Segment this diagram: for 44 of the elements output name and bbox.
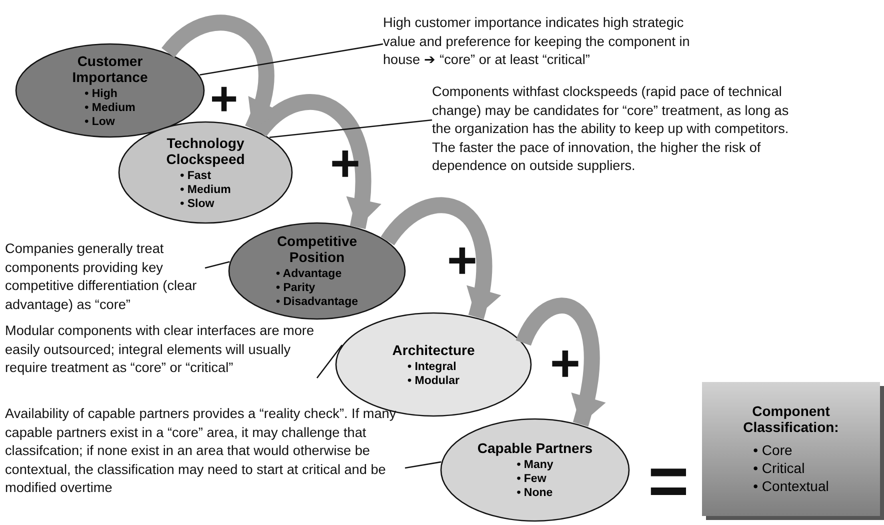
classification-box [702, 382, 880, 516]
bullet-item: • Integral [408, 360, 456, 374]
bullet-item: • None [516, 486, 553, 500]
annotation-text: Companies generally treat components providing key competitive differentiation (clear advantage) as “core” [5, 240, 205, 314]
factor-title: Technology Clockspeed [165, 134, 246, 166]
bullet-item: • Core [753, 441, 792, 459]
bullet-item: • Critical [753, 459, 805, 477]
annotation-text: Components withfast clockspeeds (rapid pace of technical change) may be candidates for “core” treatment, as long as the organization has the ability to keep up with competitors. The faster the pace of innovation, the higher the risk of dependence on outside suppliers. [432, 83, 792, 176]
equals-sign: = [648, 446, 689, 516]
plus-sign: + [210, 76, 238, 124]
bullet-item: • Low [84, 114, 115, 128]
bullet-item: • Parity [276, 281, 316, 295]
bullet-item: • Slow [180, 196, 214, 210]
plus-sign: + [447, 235, 478, 287]
factor-title: Architecture [391, 342, 476, 358]
leader-line [204, 261, 230, 269]
factor-title: Component Classification: [742, 403, 840, 435]
bullet-item: • Few [516, 472, 546, 486]
factor-title: Capable Partners [476, 440, 594, 456]
bullet-item: • Modular [408, 374, 460, 388]
annotation-text: High customer importance indicates high strategic value and preference for keeping the component in house ➔ “core” or at least “critical” [383, 14, 693, 70]
bullet-item: • Many [516, 458, 554, 472]
plus-sign: + [330, 138, 360, 190]
annotation-text: Modular components with clear interfaces are more easily outsourced; integral elements will usually require treatment as “core” or “critical” [5, 322, 317, 378]
bullet-item: • High [84, 86, 118, 100]
factor-ellipse [15, 43, 205, 138]
bullet-item: • Advantage [276, 267, 342, 281]
leader-line [316, 344, 343, 378]
factor-ellipse [440, 418, 630, 522]
leader-line [269, 119, 432, 138]
bullet-item: • Contextual [753, 477, 829, 495]
bullet-item: • Medium [84, 100, 136, 114]
leader-line [404, 461, 442, 469]
factor-title: Customer Importance [71, 52, 149, 84]
plus-sign: + [550, 338, 580, 390]
curved-arrow [516, 298, 605, 426]
leader-line [200, 43, 384, 76]
annotation-text: Availability of capable partners provides a “reality check”. If many capable partners exist in a “core” area, it may challenge that classifcation; if none exist in an area that would otherwise be contextual, the classification may need to start at critical and be modified overtime [5, 405, 405, 498]
bullet-item: • Disadvantage [276, 295, 358, 309]
factor-title: Competitive Position [276, 233, 358, 265]
bullet-item: • Medium [180, 182, 231, 196]
factor-ellipse [228, 222, 406, 320]
bullet-item: • Fast [180, 168, 212, 182]
factor-ellipse [118, 121, 293, 224]
